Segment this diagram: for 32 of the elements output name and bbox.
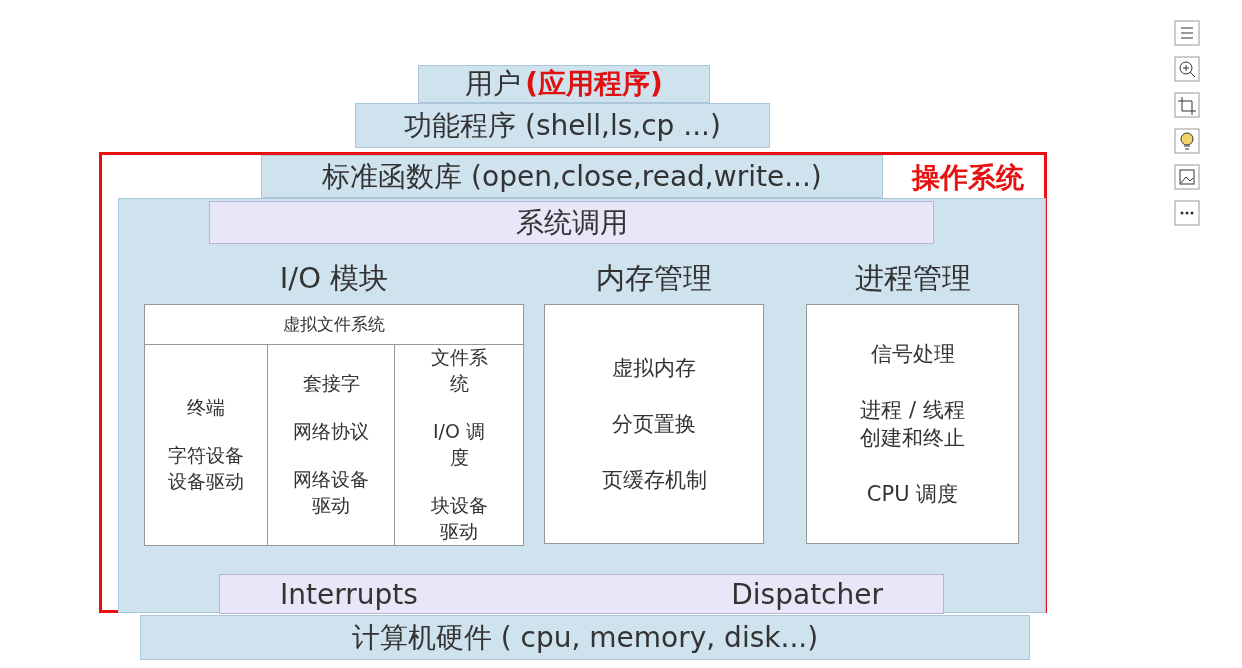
layer-bar: 系统调用 — [209, 201, 934, 244]
layer-bar — [219, 574, 944, 614]
item-text: CPU 调度 — [866, 481, 959, 508]
table-cell — [144, 344, 268, 546]
cell-text: 块设备驱动 — [429, 493, 489, 544]
header-cell: 虚拟文件系统 — [144, 304, 524, 345]
cell-text: 文件系统 — [429, 345, 489, 396]
layer-bar: 标准函数库 (open,close,read,write...) — [261, 155, 883, 198]
module-heading: 进程管理 — [853, 260, 972, 297]
item-text: 进程 / 线程创建和终止 — [859, 397, 966, 452]
item-text: 分页置换 — [612, 411, 696, 438]
table-cell — [267, 344, 395, 546]
item-text: 页缓存机制 — [601, 467, 707, 494]
item-text: 虚拟内存 — [612, 355, 696, 382]
cell-text: 字符设备设备驱动 — [167, 443, 245, 494]
layer-bar: 功能程序 (shell,ls,cp ...) — [355, 103, 770, 148]
cell-text: 网络设备驱动 — [292, 467, 370, 518]
cell-text: 终端 — [187, 395, 225, 420]
cell-text: 网络协议 — [293, 419, 369, 444]
frame-label: 操作系统 — [912, 160, 1024, 196]
layer-label: 用户 — [465, 66, 522, 102]
layer-label: Interrupts — [280, 577, 418, 611]
module-heading: I/O 模块 — [278, 260, 390, 297]
cell-text: I/O 调度 — [432, 419, 486, 470]
table-cell — [394, 344, 524, 546]
layer-bar — [418, 65, 710, 103]
module-heading: 内存管理 — [595, 260, 713, 297]
cell-text: 套接字 — [302, 371, 360, 396]
layer-bar: 计算机硬件 ( cpu, memory, disk...) — [140, 615, 1030, 660]
note-text: (应用程序) — [525, 66, 663, 102]
layer-label: Dispatcher — [731, 577, 883, 611]
item-text: 信号处理 — [870, 341, 955, 368]
